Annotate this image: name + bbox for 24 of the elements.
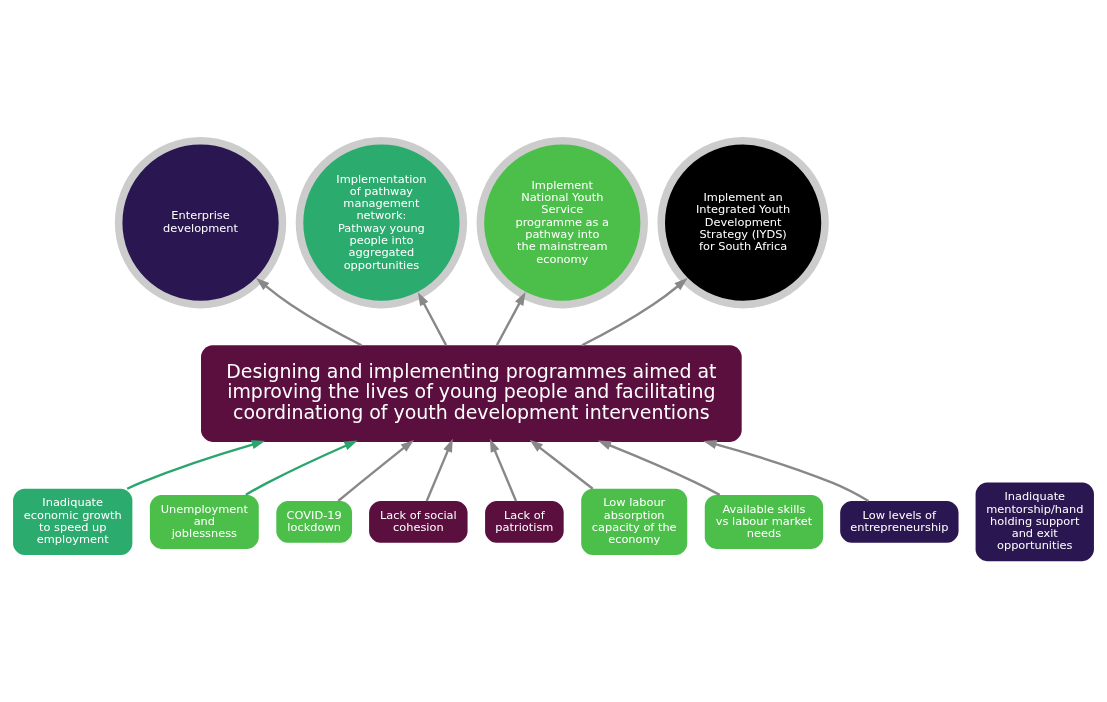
arrow [489, 438, 518, 502]
node-box: Low labour absorption capacity of the economy [581, 488, 688, 556]
node-box: Lack of patriotism [485, 501, 564, 543]
node-box: Inadiquate mentorship/hand holding support and exit opportunities [975, 482, 1094, 562]
arrow [597, 440, 721, 496]
arrow [495, 291, 526, 346]
arrow [417, 292, 448, 346]
node-box: Low levels of entrepreneurship [840, 501, 959, 543]
node-box: Available skills vs labour market needs [704, 494, 824, 549]
arrow [245, 440, 358, 496]
node-box: Designing and implementing programmes aimed at improving the lives of young people and facilitating coordinationg of youth development interventions [201, 345, 742, 442]
node-circle: Enterprise development [114, 137, 287, 309]
node-circle: Implement an Integrated Youth Development Strategy (IYDS) for South Africa [657, 137, 829, 309]
node-box: Lack of social cohesion [369, 501, 468, 543]
node-box: Inadiquate economic growth to speed up employment [13, 488, 133, 556]
arrow [703, 440, 870, 502]
arrow [337, 439, 414, 502]
node-box: Unemployment and joblessness [149, 494, 259, 549]
arrow [581, 278, 688, 347]
arrow [529, 439, 594, 490]
arrow [425, 438, 453, 502]
arrow [126, 440, 266, 490]
node-box: COVID-19 lockdown [276, 501, 353, 543]
arrow [256, 278, 363, 347]
